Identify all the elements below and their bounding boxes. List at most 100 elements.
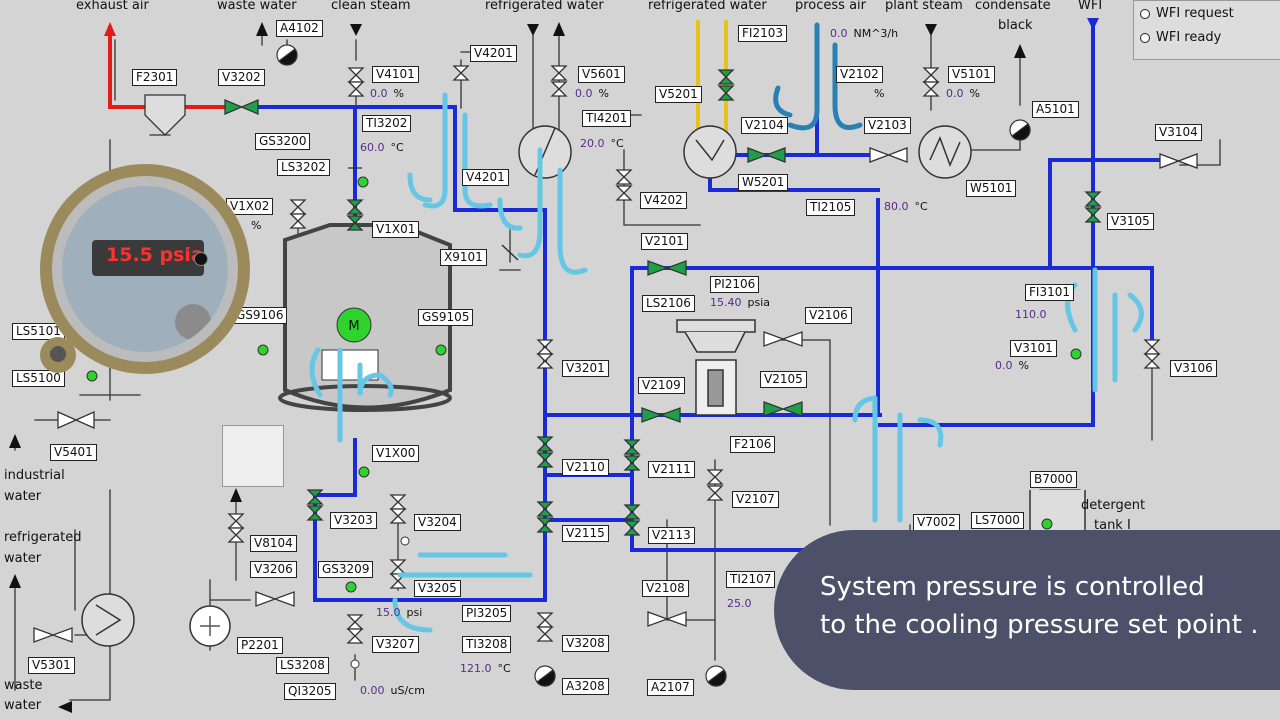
tag-ti3208[interactable]: TI3208 — [462, 636, 512, 653]
tag-v2101[interactable]: V2101 — [641, 233, 688, 250]
tag-v5401[interactable]: V5401 — [50, 444, 97, 461]
qi3205-val-unit: uS/cm — [390, 684, 425, 697]
status-lights — [86, 176, 1082, 669]
tag-v5101[interactable]: V5101 — [948, 66, 995, 83]
tag-p2201[interactable]: P2201 — [237, 637, 283, 654]
tag-a4102[interactable]: A4102 — [276, 20, 323, 37]
v4101-val-value: 0.0 — [370, 87, 388, 100]
tag-a3208[interactable]: A3208 — [562, 678, 609, 695]
tag-v8104[interactable]: V8104 — [250, 535, 297, 552]
tag-v2103[interactable]: V2103 — [864, 117, 911, 134]
tag-v4101[interactable]: V4101 — [372, 66, 419, 83]
tag-v2107[interactable]: V2107 — [732, 491, 779, 508]
wfi-request-radio[interactable] — [1140, 8, 1150, 19]
tag-v3208[interactable]: V3208 — [562, 635, 609, 652]
tag-pi2106[interactable]: PI2106 — [710, 276, 760, 293]
tag-qi3205[interactable]: QI3205 — [284, 683, 336, 700]
tag-v2113[interactable]: V2113 — [648, 527, 695, 544]
pi2106-val-value: 15.40 — [710, 296, 742, 309]
v5601-val-value: 0.0 — [575, 87, 593, 100]
tag-x9101[interactable]: X9101 — [440, 249, 487, 266]
readout-ti4201-val: 20.0°C — [580, 137, 624, 151]
tag-ti2105[interactable]: TI2105 — [806, 199, 856, 216]
tag-f2301[interactable]: F2301 — [132, 69, 178, 86]
tag-gs3200[interactable]: GS3200 — [255, 133, 311, 150]
readout-ti2107-val: 25.0 — [727, 597, 758, 611]
tag-fi2103[interactable]: FI2103 — [738, 25, 787, 42]
caption-line-2: to the cooling pressure set point . — [820, 610, 1259, 640]
v3101-val-unit: % — [1018, 359, 1029, 372]
tag-ls5100[interactable]: LS5100 — [12, 370, 65, 387]
controller-icon-box[interactable] — [222, 425, 284, 487]
tag-v3207[interactable]: V3207 — [372, 636, 419, 653]
tag-v2102[interactable]: V2102 — [836, 66, 883, 83]
tag-gs3209[interactable]: GS3209 — [318, 561, 374, 578]
tag-v2115[interactable]: V2115 — [562, 525, 609, 542]
tag-v2105[interactable]: V2105 — [760, 371, 807, 388]
tag-v2111[interactable]: V2111 — [648, 461, 695, 478]
tag-pi3205[interactable]: PI3205 — [462, 605, 512, 622]
v2102-val-unit: % — [874, 87, 885, 100]
tag-f2106[interactable]: F2106 — [730, 436, 776, 453]
stream-label-exhaust-air: exhaust air — [76, 0, 149, 13]
tag-v3205[interactable]: V3205 — [414, 580, 461, 597]
tag-a2107[interactable]: A2107 — [647, 679, 694, 696]
tag-v4201[interactable]: V4201 — [470, 45, 517, 62]
tag-v3101[interactable]: V3101 — [1010, 340, 1057, 357]
tag-v3104[interactable]: V3104 — [1155, 124, 1202, 141]
process-air-flow-icon — [773, 22, 863, 131]
tag-v4201b[interactable]: V4201 — [462, 169, 509, 186]
tag-ti3202[interactable]: TI3202 — [362, 115, 412, 132]
tag-v5301[interactable]: V5301 — [28, 657, 75, 674]
tag-ls5101[interactable]: LS5101 — [12, 323, 65, 340]
tag-v1x02[interactable]: V1X02 — [226, 198, 274, 215]
stream-label-plant-steam: plant steam — [885, 0, 963, 13]
tag-ls3208[interactable]: LS3208 — [276, 657, 329, 674]
tag-ls3202[interactable]: LS3202 — [277, 159, 330, 176]
tag-w5201[interactable]: W5201 — [738, 174, 789, 191]
instrument-dials — [276, 44, 1031, 687]
tag-v2104[interactable]: V2104 — [741, 117, 788, 134]
tag-v4202[interactable]: V4202 — [640, 192, 687, 209]
tag-v2109[interactable]: V2109 — [638, 377, 685, 394]
tag-v5601[interactable]: V5601 — [578, 66, 625, 83]
tag-v3206[interactable]: V3206 — [250, 561, 297, 578]
tag-ls2106[interactable]: LS2106 — [642, 295, 695, 312]
tag-v3204[interactable]: V3204 — [414, 514, 461, 531]
tag-v3201[interactable]: V3201 — [562, 360, 609, 377]
tag-v3106[interactable]: V3106 — [1170, 360, 1217, 377]
tag-v3203[interactable]: V3203 — [330, 512, 377, 529]
v5601-val-unit: % — [598, 87, 609, 100]
pressure-gauge-face: 15.5 psia — [62, 186, 228, 352]
tag-v2108[interactable]: V2108 — [642, 580, 689, 597]
tag-v2110[interactable]: V2110 — [562, 459, 609, 476]
ti2107-val-value: 25.0 — [727, 597, 752, 610]
tag-v7002[interactable]: V7002 — [913, 514, 960, 531]
tag-v1x01[interactable]: V1X01 — [372, 221, 420, 238]
tag-v5201[interactable]: V5201 — [655, 86, 702, 103]
tag-v3202[interactable]: V3202 — [218, 69, 265, 86]
tag-ti4201[interactable]: TI4201 — [582, 110, 632, 127]
wfi-request-option[interactable]: WFI request — [1140, 6, 1234, 21]
wfi-ready-option[interactable]: WFI ready — [1140, 30, 1221, 45]
stream-label-refrigerated-water-top: refrigerated water — [485, 0, 604, 13]
stream-label-industrial: industrial — [4, 468, 65, 483]
readout-fi3101-val: 110.0 — [1015, 308, 1053, 322]
tag-ti2107[interactable]: TI2107 — [726, 571, 776, 588]
tag-w5101[interactable]: W5101 — [966, 180, 1017, 197]
tag-b7000[interactable]: B7000 — [1030, 471, 1077, 488]
tag-fi3101[interactable]: FI3101 — [1025, 284, 1074, 301]
tag-ls7000[interactable]: LS7000 — [971, 512, 1024, 529]
tag-v1x00[interactable]: V1X00 — [372, 445, 420, 462]
wfi-ready-radio[interactable] — [1140, 32, 1150, 43]
tag-a5101[interactable]: A5101 — [1032, 101, 1079, 118]
readout-ti2105-val: 80.0°C — [884, 200, 928, 214]
tag-gs9105[interactable]: GS9105 — [418, 309, 474, 326]
ti4201-val-value: 20.0 — [580, 137, 605, 150]
tag-v3105[interactable]: V3105 — [1107, 213, 1154, 230]
tag-v2106[interactable]: V2106 — [805, 307, 852, 324]
stream-label-waste-left: waste — [4, 678, 43, 693]
